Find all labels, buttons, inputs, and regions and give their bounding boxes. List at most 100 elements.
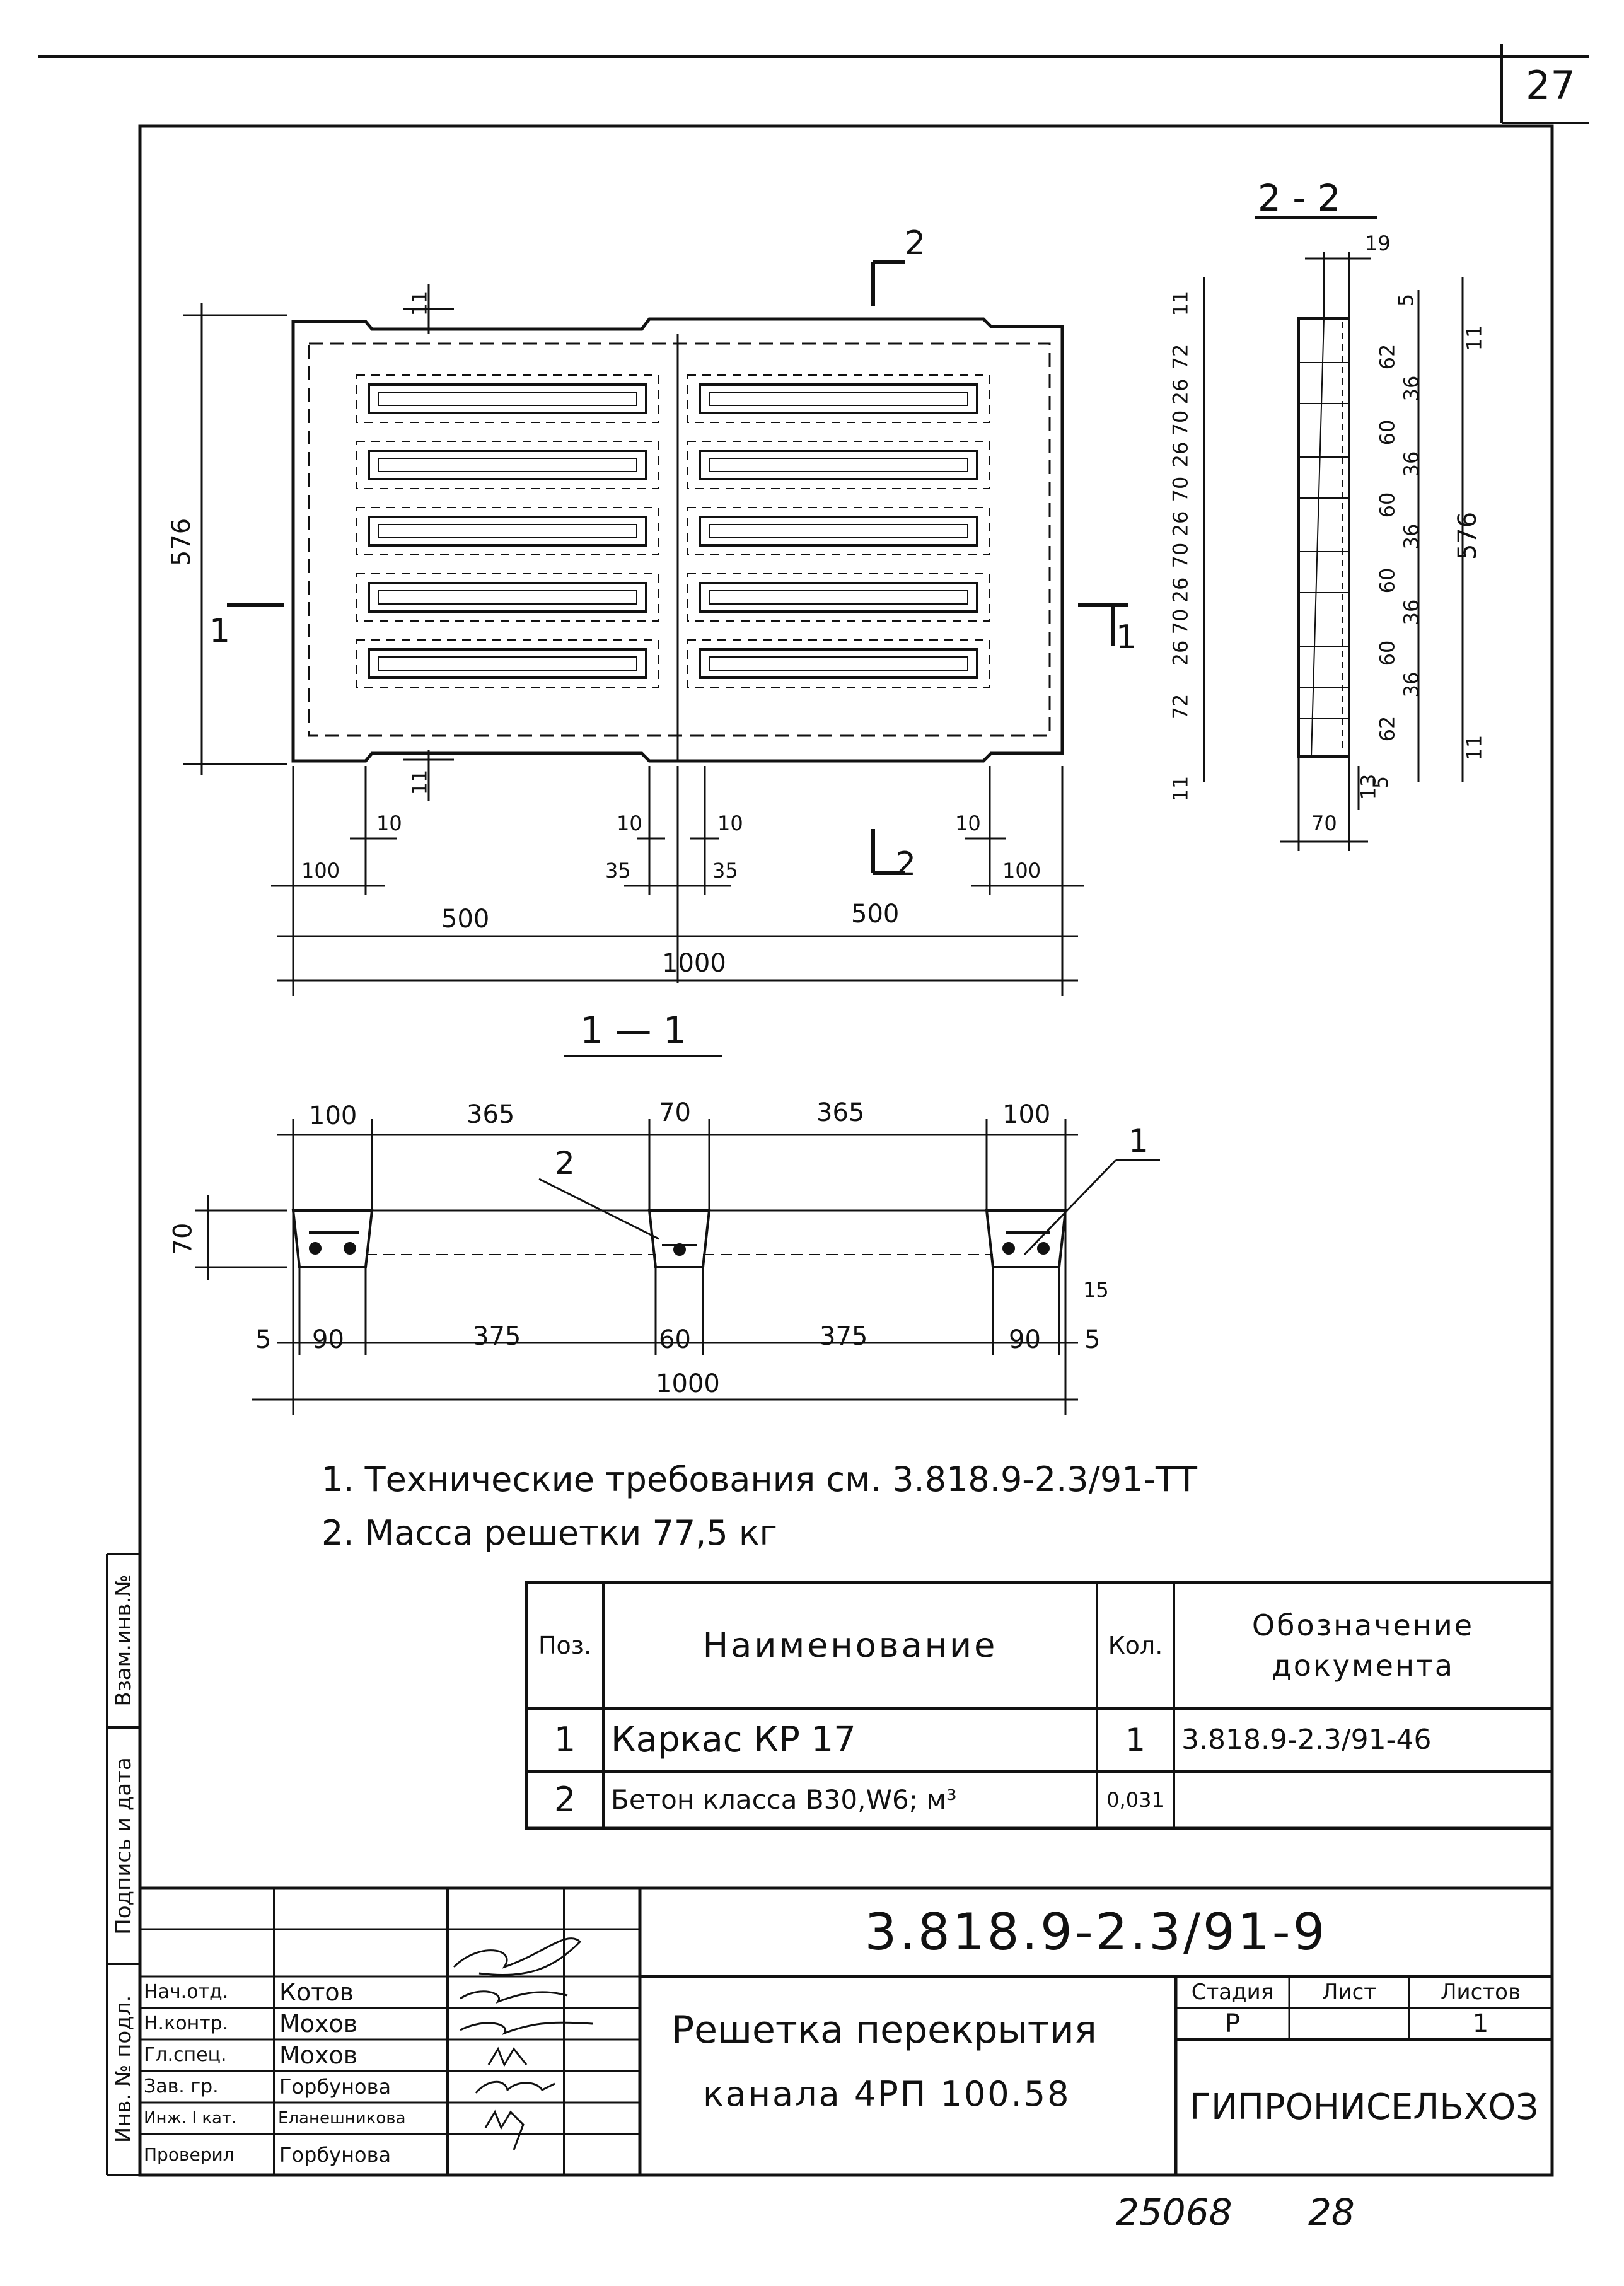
section-2-2-left-dims: 11 72 26 70 26 70 26 70 26 70 26 72 11 <box>1168 287 1202 804</box>
plan-half-right-dim: 500 <box>851 900 900 929</box>
plan-notch-top-dim: 11 <box>407 290 432 316</box>
s11-bottom-dim: 60 <box>659 1325 691 1354</box>
page-number: 27 <box>1526 62 1575 108</box>
s11-bottom-dim: 375 <box>473 1322 521 1351</box>
person-name: Мохов <box>279 2041 358 2069</box>
plan-rib-right-dim: 10 <box>955 811 981 835</box>
s11-bottom-dim: 90 <box>312 1325 344 1354</box>
title-line-2: канала 4РП 100.58 <box>703 2074 1071 2114</box>
spec-header-qty: Кол. <box>1108 1632 1163 1659</box>
plan-center-r-dim: 35 <box>712 859 738 883</box>
signature-marks <box>453 1937 593 2150</box>
s11-height-dim: 70 <box>168 1222 198 1255</box>
spec-row-name: Бетон класса В30,W6; м³ <box>611 1784 957 1815</box>
left-dim: 26 <box>1168 577 1193 603</box>
spec-row-pos: 2 <box>554 1780 576 1819</box>
right-dim: 36 <box>1399 523 1424 550</box>
right-dim: 62 <box>1375 344 1400 370</box>
left-dim: 70 <box>1168 608 1193 635</box>
left-dim: 26 <box>1168 511 1193 537</box>
person-name: Еланешникова <box>278 2109 406 2128</box>
right-dim: 60 <box>1375 640 1400 666</box>
s11-bottom-dim: 5 <box>255 1325 272 1354</box>
section-mark-1-left: 1 <box>209 612 231 650</box>
person-name: Горбунова <box>279 2075 392 2099</box>
sheet-value <box>1289 2008 1409 2039</box>
footer-inventory-number: 25068 <box>1116 2191 1232 2234</box>
section-2-2-top-width: 19 <box>1365 231 1391 255</box>
spec-header-pos: Поз. <box>538 1632 592 1659</box>
section-mark-2-bottom: 2 <box>895 845 917 883</box>
plan-left-edge-dim: 100 <box>301 859 340 883</box>
section-2-2-bottom-width: 70 <box>1311 811 1337 835</box>
role-label: Н.контр. <box>144 2012 229 2034</box>
spec-header-doc: Обозначение документа <box>1251 1608 1475 1683</box>
s11-bottom-dim: 5 <box>1084 1325 1101 1354</box>
right-dim: 5 <box>1394 293 1418 307</box>
plan-right-edge-dim: 100 <box>1002 859 1041 883</box>
right-dim: 60 <box>1375 419 1400 446</box>
plan-rib-center-l-dim: 10 <box>617 811 642 835</box>
organization-name: ГИПРОНИСЕЛЬХОЗ <box>1189 2086 1539 2128</box>
role-label: Проверил <box>144 2144 235 2165</box>
s11-bottom-dim: 375 <box>820 1322 868 1351</box>
plan-rib-left-dim: 10 <box>376 811 402 835</box>
left-dim: 26 <box>1168 640 1193 666</box>
sheet-label: Лист <box>1321 1980 1377 2005</box>
plan-center-l-dim: 35 <box>605 859 631 883</box>
person-name: Горбунова <box>279 2142 392 2167</box>
role-label: Инж. I кат. <box>144 2109 237 2128</box>
section-2-2-edge-dim-bottom: 11 <box>1462 734 1487 761</box>
person-name: Котов <box>279 1978 354 2006</box>
section-mark-1-right: 1 <box>1116 618 1137 656</box>
section-2-2-total: 576 <box>1453 511 1483 560</box>
role-label: Зав. гр. <box>144 2075 219 2097</box>
left-dim: 70 <box>1168 410 1193 436</box>
right-dim: 36 <box>1399 451 1424 477</box>
title-line-1: Решетка перекрытия <box>671 2008 1097 2052</box>
spec-header-name: Наименование <box>702 1625 998 1665</box>
plan-half-left-dim: 500 <box>441 905 490 934</box>
left-dim: 70 <box>1168 542 1193 569</box>
s11-top-dim: 100 <box>309 1101 357 1130</box>
side-stamp-podpis-data: Подпись и дата <box>111 1757 136 1935</box>
left-dim: 72 <box>1168 344 1193 370</box>
spec-row-name: Каркас КР 17 <box>611 1719 856 1760</box>
s11-top-dim: 100 <box>1002 1100 1051 1129</box>
footer-next-number: 28 <box>1308 2191 1355 2234</box>
s11-total-dim: 1000 <box>656 1369 720 1398</box>
spec-row-qty: 0,031 <box>1106 1788 1164 1812</box>
left-dim: 11 <box>1168 775 1193 802</box>
section-2-2-edge-dim-top: 11 <box>1462 325 1487 351</box>
left-dim: 11 <box>1168 290 1193 316</box>
callout-2: 2 <box>555 1145 575 1181</box>
sheets-label: Листов <box>1440 1980 1521 2005</box>
right-dim: 36 <box>1399 599 1424 625</box>
callout-1: 1 <box>1128 1123 1149 1159</box>
plan-height-dim: 576 <box>167 518 197 567</box>
person-name: Мохов <box>279 2010 358 2038</box>
section-2-2-bottom-side: 13 <box>1356 774 1381 800</box>
right-dim: 36 <box>1399 375 1424 402</box>
sheets-value: 1 <box>1472 2009 1489 2038</box>
left-dim: 70 <box>1168 476 1193 502</box>
right-dim: 60 <box>1375 492 1400 518</box>
left-dim: 26 <box>1168 441 1193 468</box>
spec-row-qty: 1 <box>1125 1722 1146 1758</box>
s11-top-dim: 70 <box>659 1098 691 1127</box>
section-1-1-title: 1 — 1 <box>580 1009 687 1052</box>
plan-total-dim: 1000 <box>662 949 726 978</box>
left-dim: 72 <box>1168 693 1193 720</box>
doc-code: 3.818.9-2.3/91-9 <box>864 1903 1328 1961</box>
role-label: Гл.спец. <box>144 2044 227 2066</box>
s11-bottom-dim: 90 <box>1009 1325 1041 1354</box>
section-2-2-title: 2 - 2 <box>1258 177 1341 219</box>
s11-top-dim: 365 <box>816 1098 865 1127</box>
note-2: 2. Масса решетки 77,5 кг <box>322 1513 777 1553</box>
note-1: 1. Технические требования см. 3.818.9-2.… <box>322 1459 1198 1499</box>
right-dim: 60 <box>1375 567 1400 594</box>
plan-notch-bottom-dim: 11 <box>407 769 432 796</box>
right-dim: 36 <box>1399 671 1424 698</box>
plan-rib-center-r-dim: 10 <box>717 811 743 835</box>
